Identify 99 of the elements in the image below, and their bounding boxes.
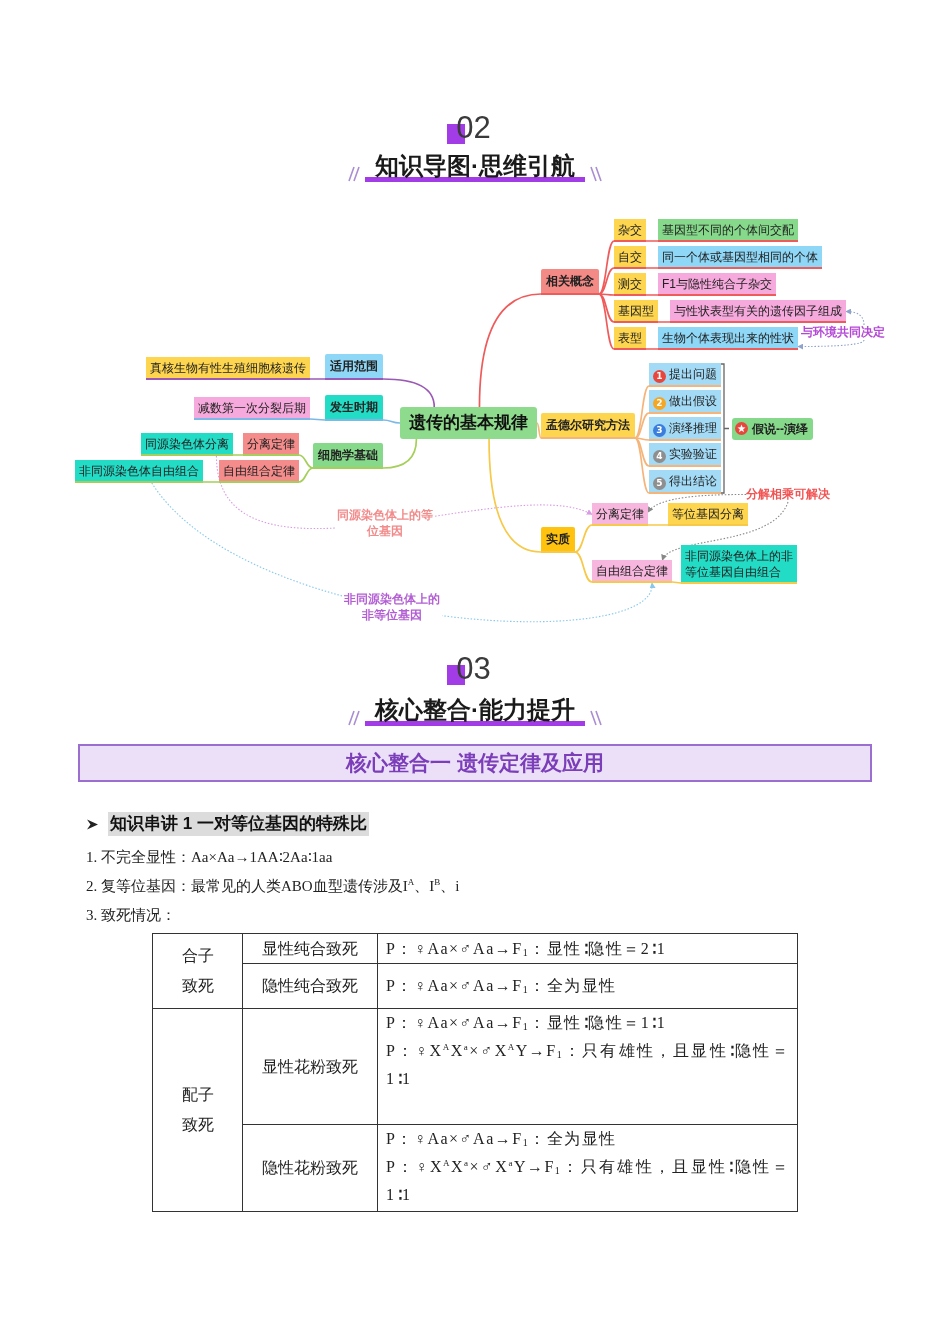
step-text: 得出结论	[669, 474, 717, 488]
table-cell: 隐性纯合致死	[242, 963, 378, 1009]
branch-line	[634, 437, 650, 467]
branch-line	[309, 378, 326, 380]
subtopic-box: 自由组合定律	[592, 560, 672, 583]
section-heading: 知识导图·思维引航	[365, 150, 585, 182]
step-number: 3	[653, 424, 666, 437]
branch-line	[634, 412, 650, 439]
step-number: 4	[653, 450, 666, 463]
branch-line	[671, 581, 682, 584]
branch-line	[634, 437, 650, 441]
subtopic-box: 分离定律	[243, 433, 299, 456]
dotted-arrow	[845, 308, 865, 326]
cell-text: P：♀Aa×♂Aa→F$_{1}$：全为显性	[386, 1129, 618, 1150]
table-cell: 显性花粉致死	[242, 1008, 378, 1125]
branch-line	[478, 293, 542, 408]
subtopic-box: 与性状表型有关的遗传因子组成	[670, 300, 846, 323]
branch-line	[598, 293, 615, 323]
note-text: 与环境共同决定	[801, 325, 885, 340]
branch-line	[574, 524, 593, 553]
cell-text: P：♀Aa×♂Aa→F$_{1}$：显性∶隐性＝1∶1	[386, 1013, 668, 1034]
branch-line	[657, 321, 671, 323]
branch-line	[634, 437, 650, 494]
topic-box: 适用范围	[325, 354, 383, 380]
step-number: 1	[653, 370, 666, 383]
branch-line	[382, 378, 436, 408]
step-text: 实验验证	[669, 447, 717, 461]
branch-line	[598, 293, 615, 350]
subtopic-box: 基因型不同的个体间交配	[658, 219, 798, 242]
table-cell: 隐性花粉致死	[242, 1124, 378, 1212]
list-item: 1. 不完全显性：Aa×Aa→1AA∶2Aa∶1aa	[86, 848, 333, 867]
table-cell: 显性纯合致死	[242, 933, 378, 964]
branch-line	[574, 551, 593, 583]
topic-box: 孟德尔研究方法	[541, 413, 635, 439]
table-cell: P：♀Aa×♂Aa→F$_{1}$：显性∶隐性＝2∶1	[377, 933, 798, 964]
branch-line	[382, 438, 418, 469]
section-banner: 核心整合一 遗传定律及应用	[78, 744, 872, 782]
subtopic-box: F1与隐性纯合子杂交	[658, 273, 776, 296]
step-number: 5	[653, 477, 666, 490]
topic-box: 相关概念	[541, 269, 599, 295]
list-item: 3. 致死情况：	[86, 906, 176, 925]
topic-box: 细胞学基础	[313, 443, 383, 469]
branch-line	[647, 524, 669, 526]
step-box	[649, 390, 721, 414]
dotted-arrow	[661, 501, 789, 561]
subtopic-box: 非同源染色体上的非等位基因自由组合	[681, 545, 797, 584]
note-text: 分解相乘可解决	[746, 487, 830, 502]
table-cell: P：♀Aa×♂Aa→F$_{1}$：全为显性	[377, 963, 798, 1009]
branch-line	[645, 240, 659, 242]
branch-line	[598, 267, 615, 295]
branch-line	[309, 418, 326, 421]
subtopic-box: 等位基因分离	[668, 503, 748, 526]
step-box	[649, 363, 721, 387]
subheading: 知识串讲 1 一对等位基因的特殊比	[108, 812, 369, 836]
central-topic: 遗传的基本规律	[400, 407, 537, 439]
subtopic-box: 减数第一次分裂后期	[194, 397, 310, 420]
branch-line	[488, 438, 542, 553]
branch-line	[298, 454, 314, 469]
list-item: 2. 复等位基因：最常见的人类ABO血型遗传涉及I$^{A}$、I$^{B}$、i	[86, 876, 460, 896]
table-cell: 合子致死	[152, 933, 243, 1009]
branch-line	[645, 348, 659, 350]
subtopic-box: 分离定律	[592, 503, 648, 526]
step-box	[649, 470, 721, 494]
topic-text: 假说--演绎	[752, 421, 808, 436]
branch-line	[645, 294, 659, 296]
table-cell: 配子致死	[152, 1008, 243, 1212]
subtopic-box: 同源染色体分离	[141, 433, 233, 456]
subtopic-box: 生物个体表现出来的性状	[658, 327, 798, 350]
topic-box: 实质	[541, 527, 575, 553]
step-box	[649, 417, 721, 441]
subtopic-box: 表型	[614, 327, 646, 350]
branch-line	[202, 481, 220, 483]
dotted-arrow	[647, 493, 747, 513]
step-text: 演绎推理	[669, 421, 717, 435]
branch-line	[536, 422, 542, 439]
subtopic-box: 同一个体或基因型相同的个体	[658, 246, 822, 269]
dotted-arrow	[797, 339, 865, 350]
subtopic-box: 自由组合定律	[219, 460, 299, 483]
subtopic-box: 自交	[614, 246, 646, 269]
topic-box	[732, 417, 813, 440]
topic-box: 发生时期	[325, 395, 383, 421]
cell-text: P：♀X$^{A}$X$^{a}$×♂X$^{A}$Y→F$_{1}$：只有雄性，且显性∶隐性＝1∶1	[386, 1041, 789, 1089]
step-text: 做出假设	[669, 394, 717, 408]
subtopic-box: 测交	[614, 273, 646, 296]
branch-line	[232, 454, 244, 456]
cell-text: P：♀X$^{A}$X$^{a}$×♂X$^{a}$Y→F$_{1}$：只有雄性，且显性∶隐性＝1∶1	[386, 1157, 789, 1205]
branch-line	[598, 293, 615, 296]
branch-line	[298, 467, 314, 483]
subtopic-box: 真核生物有性生殖细胞核遗传	[146, 357, 310, 380]
section-heading: 核心整合·能力提升	[365, 694, 585, 726]
step-number: 2	[653, 397, 666, 410]
step-box	[649, 443, 721, 467]
subtopic-box: 杂交	[614, 219, 646, 242]
branch-line	[634, 385, 650, 439]
step-text: 提出问题	[669, 367, 717, 381]
branch-line	[382, 419, 401, 424]
subtopic-box: 基因型	[614, 300, 658, 323]
branch-line	[645, 267, 659, 269]
subtopic-box: 非同源染色体自由组合	[75, 460, 203, 483]
